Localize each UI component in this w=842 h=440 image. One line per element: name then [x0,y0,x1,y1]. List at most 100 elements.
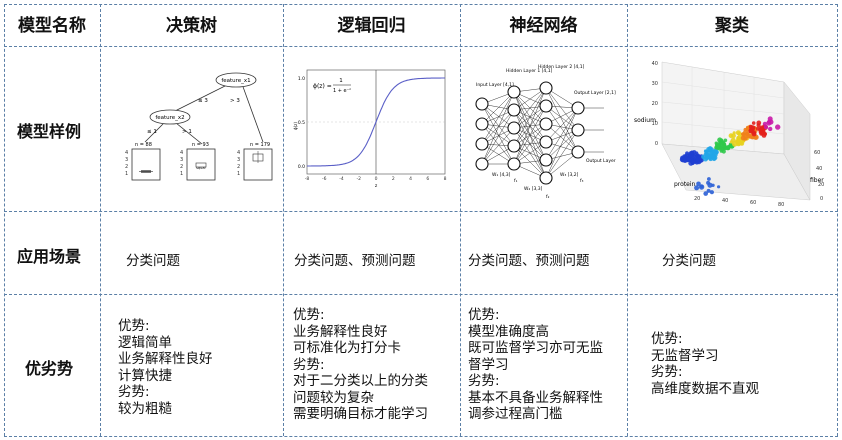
cluster-point [689,150,695,155]
cluster-point [696,181,701,187]
cluster-point [709,190,714,195]
header-decision-tree: 决策树 [166,15,217,36]
proscons-line: 劣势: [118,384,150,400]
nn-connection [481,127,515,165]
proscons-line: 对于二分类以上的分类 [293,373,428,389]
cluster-point [756,126,760,131]
proscons-line: 既可监督学习亦可无监 [468,340,603,356]
proscons-line: 问题较为复杂 [293,389,374,406]
proscons-line: 需要明确目标才能学习 [293,406,428,422]
cluster-point [751,121,756,125]
cluster-ztick-20: 20 [652,101,658,107]
svg-text:2: 2 [180,164,183,170]
nn-node [571,101,585,115]
cluster-point [700,184,704,189]
nn-f1-label: f₁ [514,178,518,184]
header-clustering: 聚类 [715,15,749,36]
sigmoid-xtick: -2 [357,176,362,182]
nn-connection [545,105,579,131]
cluster-point [686,157,692,163]
svg-text:4: 4 [180,150,183,156]
header-neural-network: 神经网络 [509,15,578,36]
proscons-nn: 优势: 模型准确度高 既可监督学习亦可无监 督学习 劣势: 基本不具备业务解释性… [468,307,603,423]
nn-node [507,121,521,135]
nn-node [539,81,553,95]
nn-connection [545,107,579,179]
tree-leaf2-box [186,148,216,181]
nn-node [507,157,521,171]
nn-connection [481,103,515,129]
cluster-point [741,132,745,136]
cluster-xtick-60: 60 [750,200,756,206]
svg-text:1: 1 [125,171,128,177]
proscons-line: 较为粗糙 [118,400,172,417]
nn-node [571,145,585,159]
cluster-point [732,131,736,135]
nn-node [571,123,585,137]
nn-connection [481,91,515,165]
cluster-point [736,135,741,140]
cluster-point [721,149,726,154]
nn-connection [481,91,515,125]
nn-w3-label: W₃ [3,2] [560,172,579,178]
cluster-point [763,125,769,130]
cluster-ztick-10: 10 [652,121,658,127]
nn-node [539,117,553,131]
cluster-xtick-20: 20 [694,196,700,202]
sigmoid-xtick: -8 [305,176,310,182]
svg-text:3: 3 [237,157,240,163]
cluster-point [751,126,755,130]
cluster-point [708,146,713,151]
scenario-cluster: 分类问题 [662,253,716,269]
header-logistic-regression: 逻辑回归 [337,15,406,36]
cluster-point [680,157,686,163]
cluster-point [737,132,742,137]
proscons-line: 劣势: [293,356,325,373]
nn-connection [513,87,547,165]
cluster-point [732,141,738,147]
nn-node [475,157,489,171]
grid-line-left [4,4,5,436]
cluster-point [702,156,709,162]
scenario-nn: 分类问题、预测问题 [468,253,590,269]
cluster-point [759,131,764,136]
nn-node [507,103,521,117]
proscons-line: 业务解释性良好 [293,323,388,340]
cluster-point [751,131,757,137]
nn-node [539,171,553,185]
nn-connection [481,109,515,145]
tree-node2-label: feature_x2 [155,115,184,121]
cluster-xtick-80: 80 [778,202,784,208]
proscons-line: 可标准化为打分卡 [293,340,401,356]
cluster-point [706,180,711,185]
proscons-line: 基本不具备业务解释性 [468,389,603,406]
cluster-point [746,132,750,136]
cluster-point [697,155,701,159]
nn-hidden1-label: Hidden Layer 1 [4,1] [506,68,553,74]
grid-line-col2 [283,4,284,436]
proscons-tree: 优势: 逻辑简单 业务解释性良好 计算快捷 劣势: 较为粗糙 [118,318,213,417]
proscons-line: 逻辑简单 [118,334,172,351]
svg-text:4: 4 [125,150,128,156]
sigmoid-xtick: 4 [409,176,412,182]
cluster-point [711,149,716,154]
sigmoid-xtick: -4 [339,176,344,182]
proscons-line: 业务解释性良好 [118,351,213,367]
nn-node [507,139,521,153]
cluster-point [707,177,711,181]
proscons-line: 模型准确度高 [468,323,549,340]
cluster-xtick-40: 40 [722,198,728,204]
nn-connection [481,91,515,145]
nn-w1-label: W₁ [4,3] [492,172,511,178]
proscons-line: 优势: [118,318,150,334]
cluster-point [704,152,710,157]
nn-output-label: Output Layer [2,1] [574,90,616,96]
sigmoid-xtick: 6 [426,176,429,182]
nn-connection [545,105,579,153]
nn-output-right-label: Output Layer [586,158,616,164]
nn-node [475,137,489,151]
nn-connection [545,107,579,143]
nn-f3-label: f₃ [580,178,584,184]
scenario-logistic: 分类问题、预测问题 [294,253,416,269]
